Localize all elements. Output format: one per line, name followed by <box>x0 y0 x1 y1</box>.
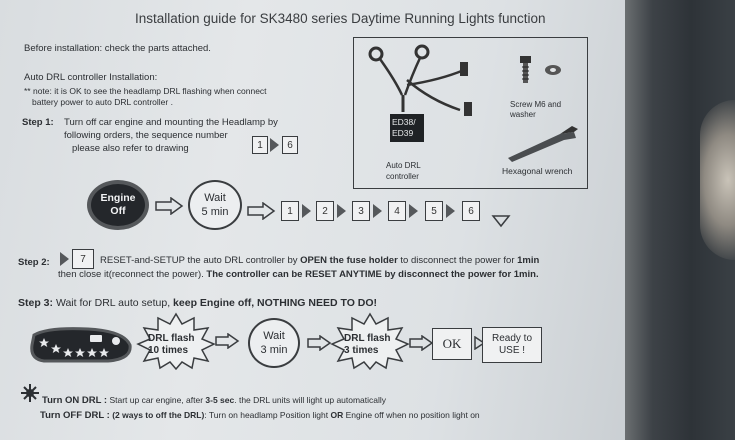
step1-seq-from: 1 <box>252 136 268 154</box>
seq-box-6: 6 <box>462 201 480 221</box>
auto-drl-note-1: ** note: it is OK to see the headlamp DR… <box>24 86 267 96</box>
step1-line2: following orders, the sequence number <box>64 130 228 141</box>
drl-flash-3: DRL flash 3 times <box>344 333 391 357</box>
ready-to-use-box: Ready to USE ! <box>482 327 542 363</box>
flow-arrow-icon <box>307 335 332 351</box>
engine-off-text-1: Engine <box>100 192 136 204</box>
turn-on-label: Turn ON DRL : <box>42 395 108 406</box>
turn-off-text-a: (2 ways to off the DRL) <box>112 410 205 420</box>
hex-wrench-drawing <box>508 126 578 162</box>
step1-line1: Turn off car engine and mounting the Hea… <box>64 117 278 128</box>
ready-text-2: USE ! <box>498 345 526 356</box>
flow-arrow-icon <box>215 333 240 349</box>
seq-box-3: 3 <box>352 201 370 221</box>
step2-box-num: 7 <box>72 249 94 269</box>
seq-arrow-icon <box>373 204 382 218</box>
wait-5min-text-2: 5 min <box>201 206 229 218</box>
drl-flash-3-text-1: DRL flash <box>344 333 391 344</box>
engine-off-circle: Engine Off <box>87 180 149 230</box>
drl-flash-3-text-2: 3 times <box>344 345 379 356</box>
flow-arrow-icon <box>155 197 184 215</box>
step3-line: Step 3: Wait for DRL auto setup, keep En… <box>18 297 377 309</box>
auto-drl-heading: Auto DRL controller Installation: <box>24 72 158 83</box>
turn-on-text-b: 3-5 sec <box>205 395 235 405</box>
step2-line1-c: to disconnect the power for <box>397 255 518 266</box>
auto-drl-note-2: battery power to auto DRL controller . <box>32 97 173 107</box>
flow-arrow-icon <box>247 202 276 220</box>
seq-arrow-icon <box>302 204 311 218</box>
drl-flash-10-text-1: DRL flash <box>148 333 195 344</box>
controller-label-1: ED38/ <box>392 117 416 127</box>
screw-caption-2: washer <box>510 110 536 119</box>
instruction-sheet: Installation guide for SK3480 series Day… <box>0 0 640 440</box>
sequence-arrow-icon <box>270 138 279 152</box>
flash-burst-icon <box>330 312 410 370</box>
background-reflection <box>700 100 735 260</box>
down-arrow-icon <box>491 215 511 228</box>
wait-5min-circle: Wait 5 min <box>188 180 242 230</box>
turn-off-text-c: OR <box>330 410 344 420</box>
seq-box-2: 2 <box>316 201 334 221</box>
screw-caption-1: Screw M6 and <box>510 100 562 109</box>
step2-line2-a: then close it(reconnect the power). <box>58 269 207 280</box>
controller-caption-1: Auto DRL <box>386 161 421 170</box>
controller-caption-2: controller <box>386 172 419 181</box>
parts-box: ED38/ ED39 Auto DRL controller Screw M6 … <box>353 37 588 189</box>
step2-line1: RESET-and-SETUP the auto DRL controller … <box>100 255 539 266</box>
flash-burst-icon <box>136 312 216 370</box>
wait-3min-circle: Wait 3 min <box>248 318 300 368</box>
step3-text-b: keep Engine off, NOTHING NEED TO DO! <box>173 297 378 309</box>
wrench-caption: Hexagonal wrench <box>502 166 573 176</box>
step3-label: Step 3: <box>18 297 54 309</box>
step2-line1-b: OPEN the fuse holder <box>300 255 398 266</box>
wait-3min-text-2: 3 min <box>260 344 288 356</box>
seq-box-4: 4 <box>388 201 406 221</box>
screw-caption: Screw M6 and washer <box>510 100 561 120</box>
step2-arrow-icon <box>60 252 69 266</box>
controller-wires-drawing <box>368 44 472 116</box>
step1-seq-to: 6 <box>282 136 298 154</box>
before-install-text: Before installation: check the parts att… <box>24 43 211 54</box>
step2-line2-b: The controller can be RESET ANYTIME by d… <box>206 269 539 280</box>
seq-arrow-icon <box>409 204 418 218</box>
seq-box-5: 5 <box>425 201 443 221</box>
turn-on-line: Turn ON DRL : Start up car engine, after… <box>42 395 386 406</box>
seq-arrow-icon <box>337 204 346 218</box>
controller-unit: ED38/ ED39 <box>390 114 424 142</box>
turn-off-text-b: : Turn on headlamp Position light <box>204 410 331 420</box>
turn-off-text-d: Engine off when no position light on <box>343 410 480 420</box>
drl-flash-10-text-2: 10 times <box>148 345 189 356</box>
turn-on-text-c: . the DRL units will light up automatica… <box>234 395 387 405</box>
seq-arrow-icon <box>446 204 455 218</box>
ok-box: OK <box>432 328 472 360</box>
step3-text-a: Wait for DRL auto setup, <box>55 297 174 309</box>
step1-line3: please also refer to drawing <box>72 143 189 154</box>
turn-on-text-a: Start up car engine, after <box>109 395 206 405</box>
controller-caption: Auto DRL controller <box>386 160 421 182</box>
step2-line1-a: RESET-and-SETUP the auto DRL controller … <box>100 255 301 266</box>
engine-off-text-2: Off <box>110 205 126 217</box>
screw-washer-drawing <box>520 56 561 83</box>
light-sparkle-icon <box>21 384 39 402</box>
ok-arrow-icon <box>474 336 486 350</box>
headlamp-drl-icon <box>30 327 132 363</box>
wait-3min-text-1: Wait <box>263 330 285 342</box>
step2-line1-d: 1min <box>517 255 540 266</box>
wait-5min-text-1: Wait <box>204 192 226 204</box>
drl-flash-10: DRL flash 10 times <box>148 333 195 357</box>
controller-label-2: ED39 <box>392 128 414 138</box>
flow-arrow-icon <box>409 335 434 351</box>
step2-line2: then close it(reconnect the power). The … <box>58 269 539 280</box>
ready-text-1: Ready to <box>491 333 533 344</box>
seq-box-1: 1 <box>281 201 299 221</box>
page-title: Installation guide for SK3480 series Day… <box>135 11 546 26</box>
step2-label: Step 2: <box>18 257 50 268</box>
turn-off-line: Turn OFF DRL : (2 ways to off the DRL): … <box>40 410 480 421</box>
step1-label: Step 1: <box>22 117 54 128</box>
turn-off-label: Turn OFF DRL : <box>40 410 110 421</box>
